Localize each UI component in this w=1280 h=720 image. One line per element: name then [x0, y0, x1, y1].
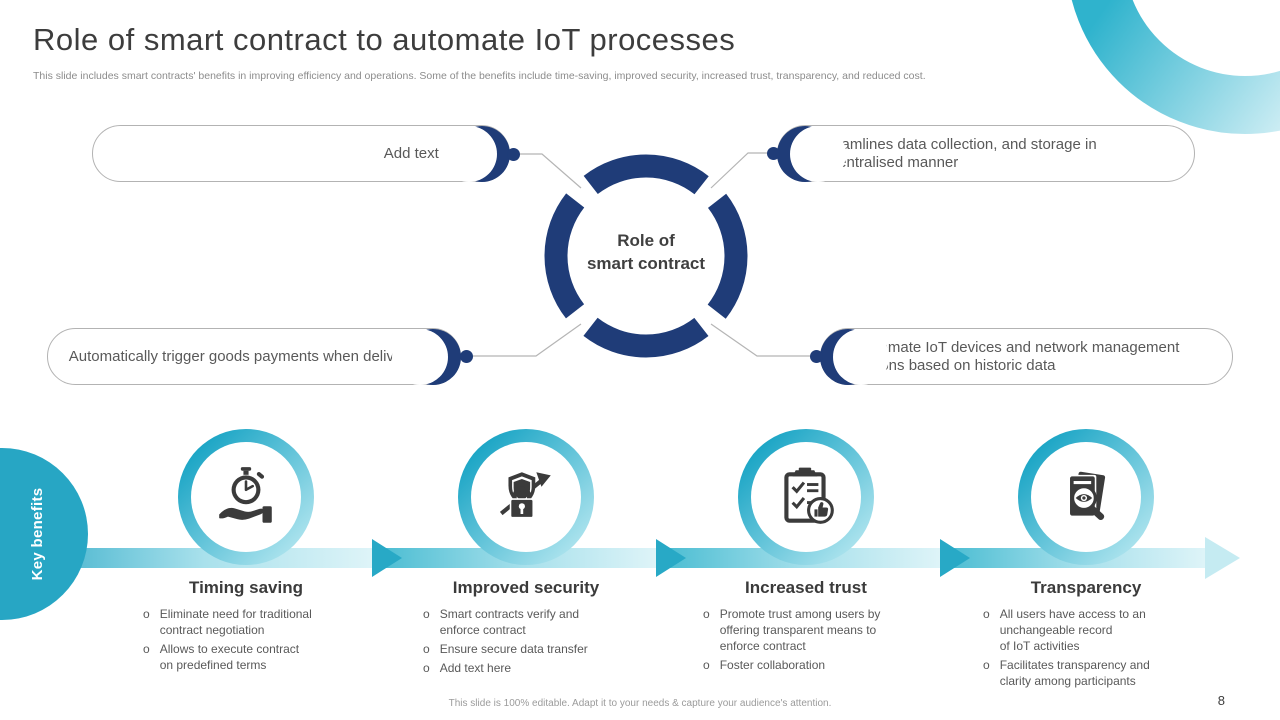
- benefit-icon-disc: [1031, 442, 1141, 552]
- arrowhead-icon: [372, 539, 402, 577]
- decorative-corner-ring: [1071, 0, 1280, 134]
- document-eye-magnifier-icon: [1068, 471, 1106, 520]
- benefit-icon-ring: [738, 429, 874, 565]
- benefit-title: Timing saving: [189, 578, 303, 597]
- shield-lock-growth-icon: [499, 472, 551, 519]
- callout-bottom-left[interactable]: Automatically trigger goods payments whe…: [47, 328, 461, 385]
- crescent-icon: [820, 328, 889, 385]
- benefit-icon-ring: [458, 429, 594, 565]
- benefit-title: Increased trust: [745, 578, 867, 597]
- central-ring: [544, 154, 748, 358]
- benefit-title: Improved security: [452, 578, 600, 597]
- bullet-marker: o: [143, 641, 150, 656]
- benefit-column-timing-saving: Timing saving o Eliminate need for tradi…: [131, 429, 361, 677]
- bullet-marker: o: [703, 657, 710, 672]
- crescent-icon: [777, 125, 846, 182]
- bullet-marker: o: [423, 641, 430, 656]
- bullet-text: All users have access to an unchangeable…: [999, 607, 1146, 653]
- callout-text: Automate IoT devices and network managem…: [857, 338, 1180, 374]
- page-number: 8: [1217, 693, 1225, 708]
- benefit-bullet-list: o Promote trust among users by offering …: [691, 607, 921, 674]
- benefit-column-increased-trust: Increased trust o Promote trust among us…: [691, 429, 921, 677]
- crescent-icon: [441, 125, 510, 182]
- checklist-thumbs-up-icon: [784, 467, 834, 524]
- benefit-title: Transparency: [1030, 578, 1142, 597]
- bullet-marker: o: [423, 607, 430, 621]
- benefit-icon-ring: [1018, 429, 1154, 565]
- connector-dot: [766, 146, 780, 160]
- callout-bottom-right[interactable]: Automate IoT devices and network managem…: [820, 328, 1233, 385]
- bullet-marker: o: [423, 660, 430, 675]
- callout-top-right[interactable]: Streamlines data collection, and storage…: [777, 125, 1195, 182]
- arrowhead-end-icon: [1205, 537, 1240, 579]
- benefit-column-improved-security: Improved security o Smart contracts veri…: [411, 429, 641, 680]
- bullet-text: Add text here: [439, 660, 512, 675]
- stopwatch-in-hand-icon: [219, 467, 272, 523]
- benefit-icon-ring: [178, 429, 314, 565]
- benefit-bullet: o Ensure secure data transfer: [423, 642, 641, 658]
- page-subtitle: This slide includes smart contracts' ben…: [33, 70, 926, 82]
- benefit-bullet: o Allows to execute contract on predefin…: [143, 642, 361, 674]
- bullet-text: Allows to execute contract on predefined…: [159, 641, 300, 672]
- benefit-bullet-list: o Smart contracts verify and enforce con…: [411, 607, 641, 677]
- bullet-text: Ensure secure data transfer: [439, 641, 588, 656]
- callout-text: Streamlines data collection, and storage…: [814, 135, 1097, 171]
- central-ring-label: Role of smart contract: [586, 231, 706, 273]
- crescent-icon: [392, 328, 461, 385]
- bullet-text: Facilitates transparency and clarity amo…: [999, 657, 1150, 688]
- connector-dot: [507, 147, 520, 161]
- bullet-text: Promote trust among users by offering tr…: [719, 607, 881, 653]
- benefit-bullet: o Eliminate need for traditional contrac…: [143, 607, 361, 639]
- bullet-text: Smart contracts verify and enforce contr…: [439, 607, 580, 637]
- benefit-bullet: o Smart contracts verify and enforce con…: [423, 607, 641, 639]
- benefit-bullet-list: o Eliminate need for traditional contrac…: [131, 607, 361, 674]
- benefit-column-transparency: Transparency o All users have access to …: [971, 429, 1201, 693]
- benefit-bullet: o Promote trust among users by offering …: [703, 607, 921, 655]
- bullet-text: Foster collaboration: [719, 657, 826, 672]
- bullet-marker: o: [983, 607, 990, 621]
- key-benefits-label: Key benefits: [29, 487, 46, 581]
- footer-note: This slide is 100% editable. Adapt it to…: [448, 698, 832, 709]
- bullet-text: Eliminate need for traditional contract …: [159, 607, 312, 637]
- benefit-bullet: o All users have access to an unchangeab…: [983, 607, 1201, 655]
- callout-top-left[interactable]: Add text here: [92, 125, 510, 182]
- benefit-icon-disc: [471, 442, 581, 552]
- benefit-bullet[interactable]: o Add text here: [423, 661, 641, 677]
- arrowhead-icon: [656, 539, 686, 577]
- callout-text: Automatically trigger goods payments whe…: [68, 347, 424, 365]
- benefit-icon-disc: [191, 442, 301, 552]
- connector-dot: [809, 349, 823, 363]
- benefit-icon-disc: [751, 442, 861, 552]
- connector-dot: [459, 349, 473, 363]
- arrowhead-icon: [940, 539, 970, 577]
- bullet-marker: o: [703, 607, 710, 621]
- benefit-bullet-list: o All users have access to an unchangeab…: [971, 607, 1201, 690]
- page-title: Role of smart contract to automate IoT p…: [33, 22, 736, 57]
- bullet-marker: o: [983, 657, 990, 672]
- benefit-bullet: o Foster collaboration: [703, 658, 921, 674]
- bullet-marker: o: [143, 607, 150, 621]
- benefit-bullet: o Facilitates transparency and clarity a…: [983, 658, 1201, 690]
